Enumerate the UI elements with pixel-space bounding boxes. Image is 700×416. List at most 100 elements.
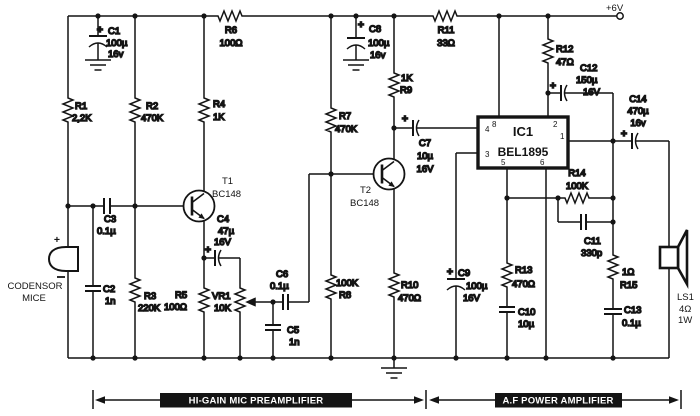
r10-ref: R10: [401, 280, 418, 291]
t1-ref: T1: [222, 176, 233, 187]
ic-pin-8: 8: [492, 120, 497, 129]
c2-value: 1n: [105, 296, 116, 307]
resistor-r9: 1K R9: [388, 69, 414, 101]
r6-value: 100Ω: [220, 38, 243, 49]
c9-plus: +: [447, 266, 453, 278]
c10-value: 10µ: [518, 319, 535, 330]
r11-ref: R11: [438, 25, 455, 36]
c7-plus: +: [402, 113, 408, 125]
c12-value: 150µ: [576, 75, 598, 86]
ic1-bel1895: IC1 BEL1895 4 8 2 1 3 5 6: [476, 115, 570, 170]
section-markers: HI-GAIN MIC PREAMPLIFIER A.F POWER AMPLI…: [92, 390, 682, 409]
r6-ref: R6: [225, 25, 237, 36]
capacitor-c6: C6 0.1µ: [269, 268, 290, 310]
c9-value: 100µ: [466, 281, 488, 292]
c13-value: 0.1µ: [622, 318, 641, 329]
capacitor-c1: + C1 100µ 16v: [88, 23, 129, 61]
r13-ref: R13: [515, 265, 532, 276]
transistor-t2: T2 BC148: [350, 157, 406, 209]
capacitor-c2: C2 1n: [85, 283, 116, 308]
capacitor-c12: + C12 150µ 16V: [549, 62, 601, 102]
c4-plus: +: [205, 244, 211, 256]
r7-value: 470K: [335, 124, 358, 135]
supply-label: +6V: [606, 3, 624, 14]
ic-part: BEL1895: [498, 145, 549, 159]
c8-value: 100µ: [368, 38, 390, 49]
capacitor-c13: C13 0.1µ: [604, 304, 642, 330]
ic-pin-3: 3: [485, 150, 490, 159]
c14-voltage: 16v: [630, 118, 646, 129]
resistor-r13: R13 470Ω: [501, 259, 536, 291]
ground-icon: [84, 59, 112, 71]
arrow-left-icon: [429, 396, 439, 404]
capacitor-c14: + C14 470µ 16v: [620, 93, 650, 150]
arrow-left-icon: [95, 396, 105, 404]
r1-ref: R1: [75, 101, 87, 112]
r1-value: 2,2K: [72, 113, 92, 124]
c1-ref: C1: [108, 26, 120, 37]
r5-value: 100Ω: [164, 302, 187, 313]
c1-value: 100µ: [106, 38, 128, 49]
resistor-r3: R3 220K: [129, 274, 162, 315]
c8-plus: +: [358, 19, 364, 31]
capacitor-c3: C3 0.1µ: [96, 198, 117, 238]
c8-ref: C8: [369, 24, 381, 35]
ic-ref: IC1: [513, 124, 533, 139]
ic-pin-5: 5: [501, 158, 506, 167]
c14-value: 470µ: [627, 106, 649, 117]
transistor-t1: T1 BC148: [182, 176, 241, 223]
resistor-r7: R7 470K: [325, 104, 359, 136]
c8-voltage: 16v: [370, 50, 386, 61]
c7-ref: C7: [419, 138, 431, 149]
resistor-r1: R1 2,2K: [62, 94, 93, 126]
c5-ref: C5: [287, 325, 299, 336]
r15-ref: R15: [620, 280, 637, 291]
npn-transistor-icon: [182, 189, 216, 223]
power-section-band: [495, 393, 622, 408]
loudspeaker: LS1 4Ω 1W: [658, 229, 694, 326]
t1-part: BC148: [212, 189, 241, 200]
capacitor-c7: + C7 10µ 16V: [401, 112, 435, 176]
circuit-wires: [67, 15, 670, 359]
potentiometer-vr1: VR1 10K: [211, 284, 256, 316]
r12-value: 47Ω: [556, 57, 574, 68]
power-section-label: A.F POWER AMPLIFIER: [502, 396, 613, 407]
resistor-r11: R11 33Ω: [429, 10, 461, 50]
r2-ref: R2: [146, 101, 158, 112]
c14-plus: +: [621, 128, 627, 140]
capacitor-c11: C11 330p: [580, 214, 603, 260]
ic-pin-6: 6: [540, 158, 545, 167]
preamp-section-label: HI-GAIN MIC PREAMPLIFIER: [189, 396, 324, 407]
c1-voltage: 16v: [108, 49, 124, 60]
vr1-wiper-arrow-icon: [245, 297, 256, 307]
mic-label-line2: MICE: [22, 293, 46, 304]
r4-ref: R4: [213, 99, 225, 110]
speaker-impedance: 4Ω: [679, 304, 691, 315]
resistor-r5: R5 100Ω: [163, 284, 210, 316]
r8-ref: R8: [339, 290, 351, 301]
c3-ref: C3: [104, 214, 116, 225]
c12-plus: +: [550, 80, 556, 92]
condenser-mic: + CODENSOR MICE: [8, 234, 79, 304]
resistor-r12: R12 47Ω: [542, 35, 574, 69]
c3-value: 0.1µ: [97, 226, 116, 237]
c10-ref: C10: [518, 307, 535, 318]
r11-value: 33Ω: [437, 38, 455, 49]
section-ticks: [92, 390, 682, 409]
ic-pin-1: 1: [560, 132, 565, 141]
r13-value: 470Ω: [512, 279, 535, 290]
c12-ref: C12: [580, 63, 597, 74]
junction-dots: [65, 13, 616, 361]
ic-body: [476, 115, 570, 170]
resistor-r2: R2 470K: [129, 94, 165, 126]
c6-value: 0.1µ: [270, 281, 289, 292]
speaker-power: 1W: [678, 315, 692, 326]
r12-ref: R12: [556, 44, 573, 55]
c11-ref: C11: [584, 236, 601, 247]
npn-transistor-icon: [372, 157, 406, 191]
c6-ref: C6: [276, 269, 288, 280]
capacitor-c4: C4 47µ 16V +: [204, 213, 235, 267]
resistor-r4: R4 1K: [198, 94, 226, 126]
